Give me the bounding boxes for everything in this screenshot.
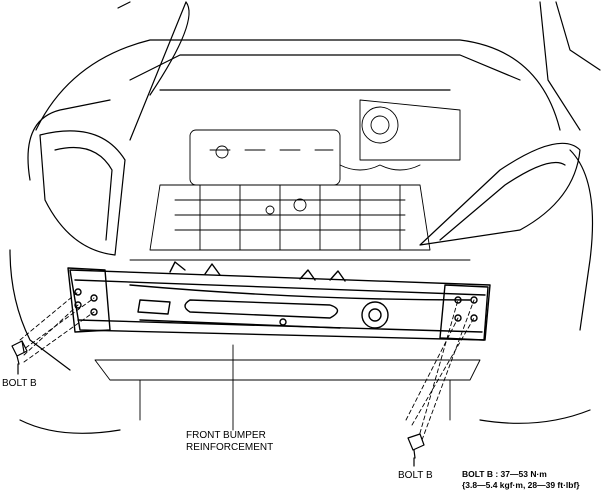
front-bumper-reinforcement: [67, 261, 491, 341]
right-headlamp: [419, 142, 581, 246]
bolt-b-left-label: BOLT B: [2, 378, 37, 389]
engine-bay: [94, 99, 481, 421]
bolt-guide-lines: [19, 291, 475, 441]
bolt-b-left: [11, 340, 28, 375]
left-headlamp: [39, 130, 126, 256]
front-bumper-reinforcement-label-line1: FRONT BUMPER: [186, 430, 266, 441]
car-body-outline: [9, 1, 601, 434]
bolt-b-right-label: BOLT B: [398, 470, 433, 481]
torque-spec-line2: {3.8—5.4 kgf·m, 28—39 ft·lbf}: [462, 480, 580, 490]
bolt-b-right: [407, 433, 425, 467]
front-bumper-reinforcement-label-line2: REINFORCEMENT: [186, 442, 274, 453]
torque-spec-line1: BOLT B : 37—53 N·m: [462, 469, 547, 479]
